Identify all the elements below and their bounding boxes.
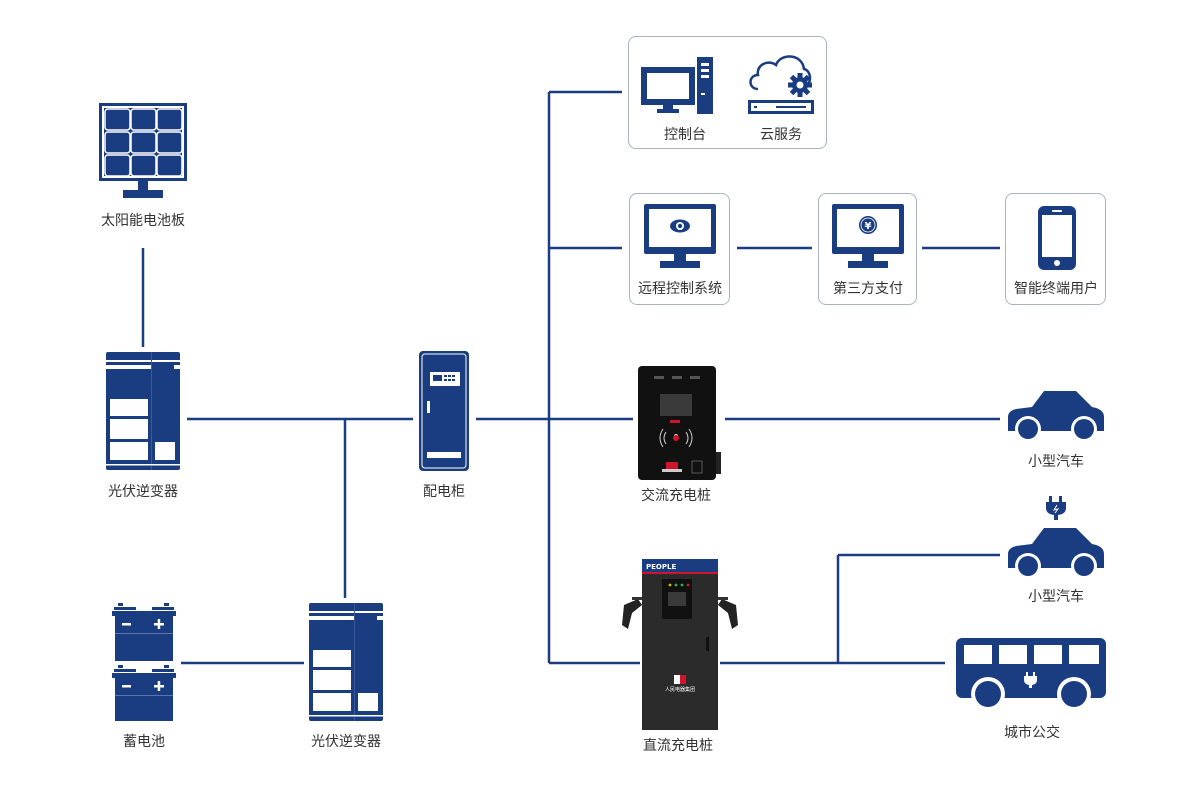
desktop-computer-icon [641,57,713,114]
cloud-service-node[interactable] [746,45,816,117]
dc-charger-brand: PEOPLE [646,563,676,571]
solar-panel-node[interactable] [97,101,189,201]
dc-charger-label: 直流充电桩 [643,738,713,754]
city-bus-node[interactable] [954,636,1108,712]
remote-control-label: 远程控制系统 [638,281,722,297]
console-label: 控制台 [664,127,706,143]
pv-inverter-top-label: 光伏逆变器 [108,484,178,500]
cabinet-icon [419,351,469,471]
ac-charger-icon [638,366,721,480]
small-car-2-label: 小型汽车 [1028,589,1084,605]
inverter-icon [309,603,383,721]
battery-label: 蓄电池 [123,734,165,750]
pv-inverter-top-node[interactable] [106,352,180,470]
cloud-service-label: 云服务 [760,127,802,143]
battery-icon [112,603,176,721]
svg-text:¥: ¥ [865,221,872,232]
plug-icon [1024,672,1037,688]
city-bus-label: 城市公交 [1004,725,1060,741]
ac-charger-label: 交流充电桩 [641,488,711,504]
remote-control-box[interactable]: 远程控制系统 [629,193,730,305]
pv-inverter-bottom-label: 光伏逆变器 [311,734,381,750]
smartphone-icon [1038,206,1076,270]
dc-charger-icon: PEOPLE 人民电器集团 [622,559,738,730]
small-car-2-node[interactable] [1004,496,1108,580]
distribution-cabinet-label: 配电柜 [423,484,465,500]
smart-terminal-user-label: 智能终端用户 [1014,281,1098,297]
console-node[interactable] [641,53,715,115]
console-cloud-box[interactable]: 控制台 云服务 [628,36,827,149]
dc-charger-node[interactable]: PEOPLE 人民电器集团 [618,557,742,732]
third-party-payment-box[interactable]: ¥ 第三方支付 [818,193,917,305]
electric-bus-icon [956,638,1106,711]
plug-icon [1046,496,1066,520]
battery-node[interactable] [112,603,176,721]
small-car-1-label: 小型汽车 [1028,454,1084,470]
distribution-cabinet-node[interactable] [419,351,469,471]
small-car-1-node[interactable] [1004,389,1108,443]
ac-charger-node[interactable] [636,364,724,482]
car-icon [1008,391,1104,442]
smart-terminal-user-box[interactable]: 智能终端用户 [1005,193,1106,305]
inverter-icon [106,352,180,470]
dc-charger-logo-text: 人民电器集团 [665,686,695,693]
solar-panel-label: 太阳能电池板 [101,213,185,229]
electric-car-icon [1008,496,1104,579]
cloud-server-icon [748,55,814,114]
solar-panel-icon [99,103,187,198]
third-party-payment-label: 第三方支付 [833,281,903,297]
pv-inverter-bottom-node[interactable] [309,603,383,721]
monitor-eye-icon [644,204,716,268]
monitor-yen-icon: ¥ [832,204,904,268]
